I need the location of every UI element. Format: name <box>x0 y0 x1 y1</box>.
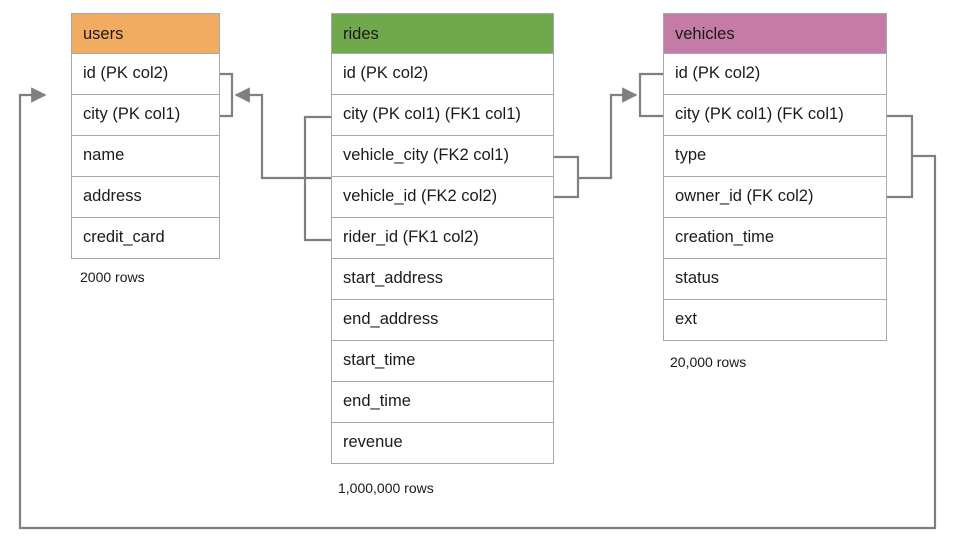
fk3-arrow-to-users <box>18 87 937 530</box>
table-rides-column-city[interactable]: city (PK col1) (FK1 col1) <box>331 95 554 136</box>
table-vehicles-column-id[interactable]: id (PK col2) <box>663 54 887 95</box>
fk3-vehicles-bracket <box>887 114 914 199</box>
table-vehicles-column-city[interactable]: city (PK col1) (FK col1) <box>663 95 887 136</box>
table-rides-header: rides <box>331 13 554 54</box>
vehicles-target-bracket <box>638 72 663 118</box>
table-vehicles-column-status[interactable]: status <box>663 259 887 300</box>
table-rides-column-end-time[interactable]: end_time <box>331 382 554 423</box>
table-vehicles-column-owner-id[interactable]: owner_id (FK col2) <box>663 177 887 218</box>
table-users-title: users <box>83 25 124 43</box>
table-users-header: users <box>71 13 220 54</box>
table-vehicles-column-type[interactable]: type <box>663 136 887 177</box>
table-rides-column-vehicle-id[interactable]: vehicle_id (FK2 col2) <box>331 177 554 218</box>
table-vehicles[interactable]: vehicles id (PK col2) city (PK col1) (FK… <box>663 13 887 341</box>
table-vehicles-title: vehicles <box>675 25 735 43</box>
table-users-column-city[interactable]: city (PK col1) <box>71 95 220 136</box>
users-target-bracket <box>220 72 234 118</box>
table-rides-row-count: 1,000,000 rows <box>338 480 434 496</box>
fk1-rides-bracket-bottom <box>303 178 331 242</box>
table-vehicles-header: vehicles <box>663 13 887 54</box>
table-rides-column-id[interactable]: id (PK col2) <box>331 54 554 95</box>
fk2-arrow-to-vehicles <box>578 87 638 180</box>
table-users-row-count: 2000 rows <box>80 269 145 285</box>
table-rides-column-rider-id[interactable]: rider_id (FK1 col2) <box>331 218 554 259</box>
fk1-arrow-to-users <box>234 87 305 180</box>
table-rides-column-end-address[interactable]: end_address <box>331 300 554 341</box>
table-users-column-address[interactable]: address <box>71 177 220 218</box>
table-rides-column-revenue[interactable]: revenue <box>331 423 554 464</box>
table-rides-column-vehicle-city[interactable]: vehicle_city (FK2 col1) <box>331 136 554 177</box>
table-rides-column-start-time[interactable]: start_time <box>331 341 554 382</box>
table-vehicles-row-count: 20,000 rows <box>670 354 747 370</box>
table-users-column-id[interactable]: id (PK col2) <box>71 54 220 95</box>
table-rides-column-start-address[interactable]: start_address <box>331 259 554 300</box>
table-users[interactable]: users id (PK col2) city (PK col1) name a… <box>71 13 220 259</box>
table-vehicles-column-ext[interactable]: ext <box>663 300 887 341</box>
table-users-column-credit-card[interactable]: credit_card <box>71 218 220 259</box>
table-rides[interactable]: rides id (PK col2) city (PK col1) (FK1 c… <box>331 13 554 464</box>
table-rides-title: rides <box>343 25 379 43</box>
fk1-rides-bracket-top <box>303 115 331 180</box>
table-vehicles-column-creation-time[interactable]: creation_time <box>663 218 887 259</box>
table-users-column-name[interactable]: name <box>71 136 220 177</box>
fk2-rides-bracket <box>554 155 580 199</box>
